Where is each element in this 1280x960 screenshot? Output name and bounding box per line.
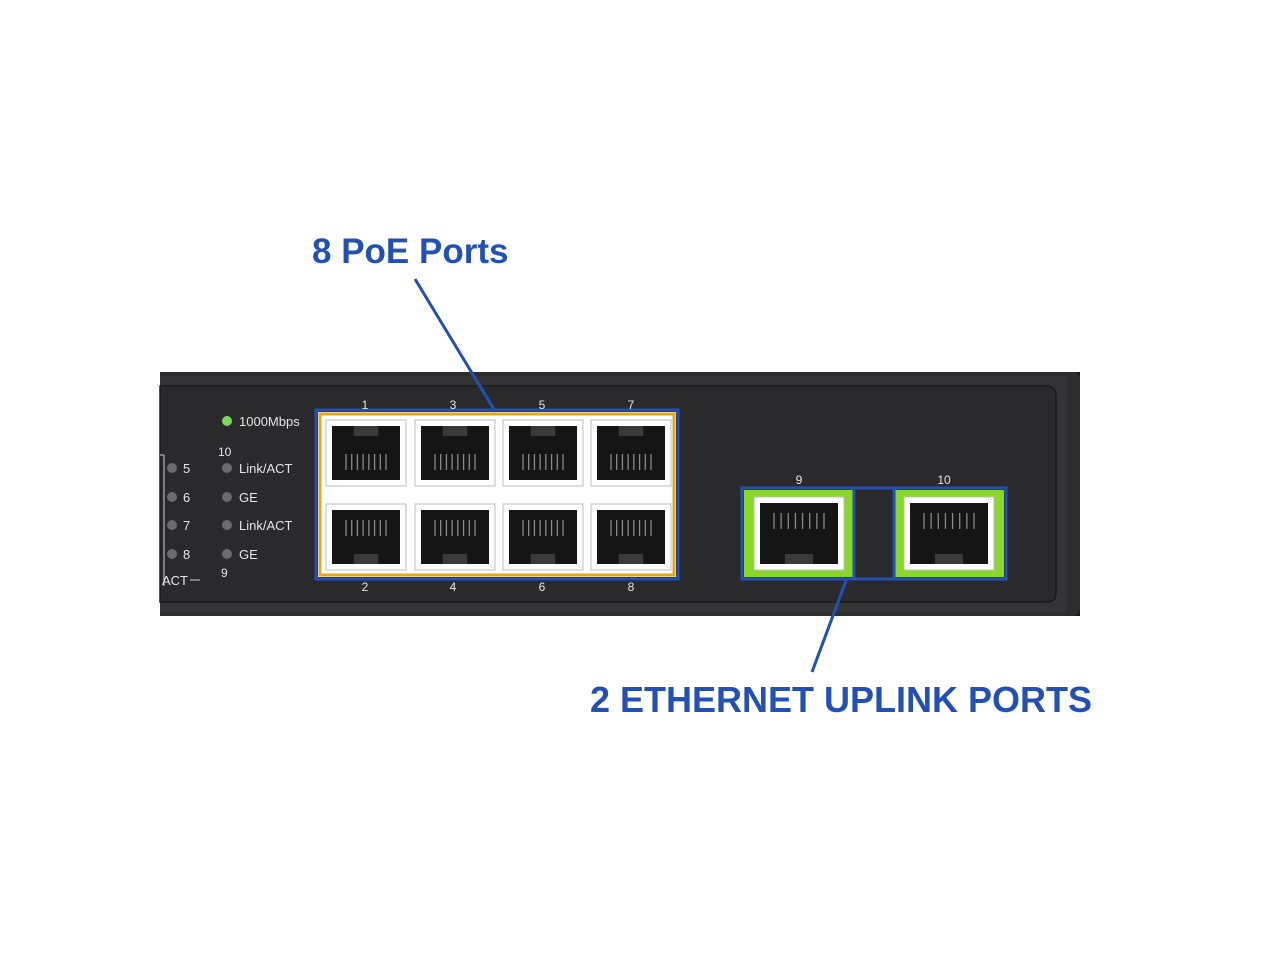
port-number-bottom: 2 [362, 580, 369, 594]
poe-port-6[interactable] [502, 503, 584, 571]
left-num-6: 6 [183, 490, 190, 505]
led-2 [222, 492, 232, 502]
port-number-bottom: 6 [539, 580, 546, 594]
poe-port-7[interactable] [590, 419, 672, 487]
poe-port-3[interactable] [414, 419, 496, 487]
led-row-label: GE [239, 547, 258, 562]
port-number-top: 3 [450, 398, 457, 412]
poe-ports-group [325, 419, 672, 571]
port9-led-label: 9 [221, 566, 228, 580]
port-number-top: 1 [362, 398, 369, 412]
poe-highlight-frame [314, 408, 680, 581]
port-number-top: 7 [628, 398, 635, 412]
uplink-number: 10 [937, 473, 951, 487]
led-legend: 1000Mbps 10 Link/ACT GE Link/ACT GE 9 [218, 414, 300, 580]
poe-port-8[interactable] [590, 503, 672, 571]
port10-led-label: 10 [218, 445, 232, 459]
led-4 [222, 549, 232, 559]
led-row-label: Link/ACT [239, 461, 293, 476]
poe-inner-frame [318, 412, 676, 577]
port-number-top: 5 [539, 398, 546, 412]
poe-port-4[interactable] [414, 503, 496, 571]
uplink-leader-line [810, 577, 849, 673]
uplink-ports-group [753, 496, 995, 571]
left-num-5: 5 [183, 461, 190, 476]
left-act-label: ACT [162, 573, 188, 588]
uplink-highlight-frame [740, 486, 1008, 581]
uplink-number: 9 [796, 473, 803, 487]
uplink-port-block: 9 10 [740, 473, 1008, 581]
left-led-column: 5 6 7 8 ACT [160, 454, 200, 588]
left-num-7: 7 [183, 518, 190, 533]
led-3 [222, 520, 232, 530]
left-num-8: 8 [183, 547, 190, 562]
poe-port-block: 1 3 5 7 2 4 6 8 [314, 398, 680, 594]
port-number-bottom: 8 [628, 580, 635, 594]
poe-ports-callout: 8 PoE Ports [312, 232, 509, 271]
led-row-label: Link/ACT [239, 518, 293, 533]
port-number-bottom: 4 [450, 580, 457, 594]
speed-led [222, 416, 232, 426]
uplink-port-9[interactable] [753, 496, 845, 571]
poe-port-1[interactable] [325, 419, 407, 487]
poe-port-2[interactable] [325, 503, 407, 571]
uplink-port-10[interactable] [903, 496, 995, 571]
led-row-label: GE [239, 490, 258, 505]
led-1 [222, 463, 232, 473]
poe-leader-line [413, 278, 497, 412]
poe-port-5[interactable] [502, 419, 584, 487]
uplink-ports-callout: 2 ETHERNET UPLINK PORTS [590, 679, 1093, 720]
speed-label: 1000Mbps [239, 414, 300, 429]
